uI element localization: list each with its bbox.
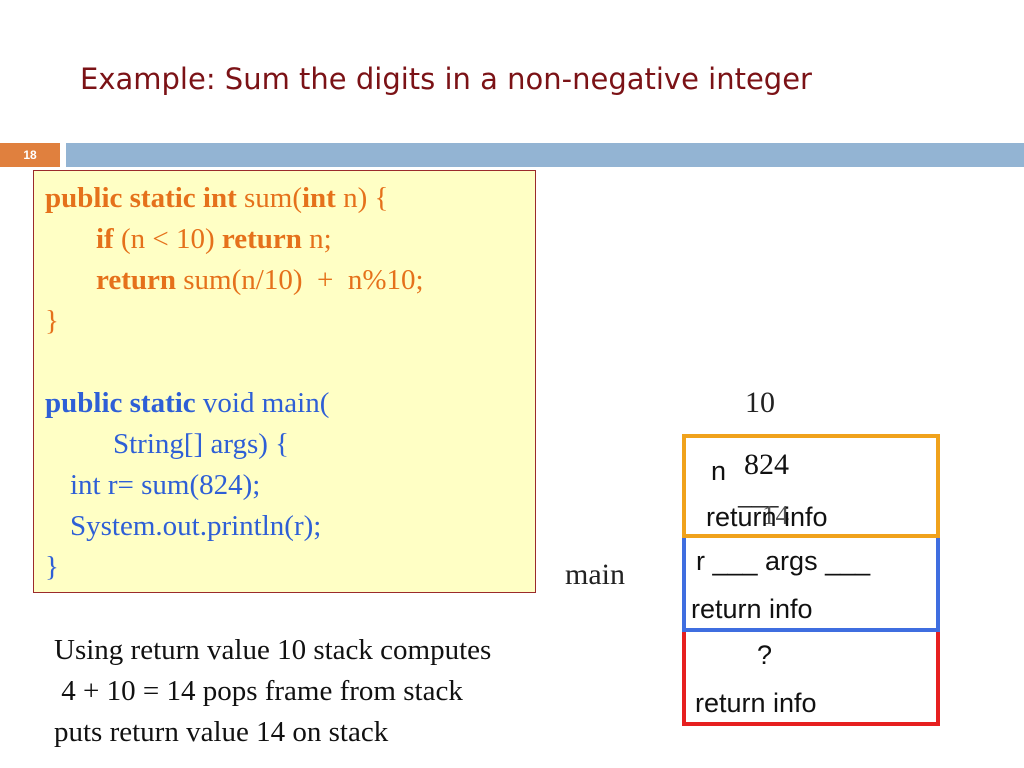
locals-label: r ___ args ___ <box>696 546 871 576</box>
code-text: void main( <box>195 387 330 419</box>
param-value: 824 <box>744 448 789 481</box>
code-box: public static int sum(int n) { if (n < 1… <box>33 170 536 593</box>
code-line-main-call: int r= sum(824); <box>70 469 261 501</box>
code-text: sum(n/10) + n%10; <box>176 264 424 296</box>
code-line-return: return sum(n/10) + n%10; <box>96 266 424 295</box>
explanation-line-1: Using return value 10 stack computes <box>54 634 492 666</box>
return-value: 14 <box>762 500 789 530</box>
param-underline: ___ <box>738 480 779 510</box>
code-text: n; <box>301 223 332 255</box>
return-info-label: return info <box>695 688 817 718</box>
code-keyword: return <box>96 264 177 296</box>
return-info-label: return info <box>706 502 828 532</box>
stack-frame-main: r ___ args ___ return info <box>682 538 940 632</box>
code-keyword: return <box>221 223 302 255</box>
code-line-sum-signature: public static int sum(int n) { <box>45 184 388 213</box>
code-text: n) { <box>335 182 389 214</box>
code-keyword: if <box>96 223 114 255</box>
code-line-main-print: System.out.println(r); <box>70 510 322 542</box>
code-keyword: public static int <box>45 182 237 214</box>
return-info-label: return info <box>691 594 813 624</box>
header-bar <box>66 143 1024 167</box>
explanation-line-3: puts return value 14 on stack <box>54 716 389 748</box>
code-line-if: if (n < 10) return n; <box>96 225 332 254</box>
code-keyword: public static <box>45 387 196 419</box>
explanation-line-2: 4 + 10 = 14 pops frame from stack <box>54 675 463 707</box>
stack-frame-caller: ? return info <box>682 632 940 726</box>
stack-frame-sum: n ___ 824 14 return info <box>682 434 940 538</box>
param-label: n <box>711 456 727 486</box>
main-frame-label: main <box>565 558 625 591</box>
code-text: sum( <box>236 182 302 214</box>
code-line-main-args: String[] args) { <box>113 428 290 460</box>
unknown-marker: ? <box>757 640 773 670</box>
slide-title: Example: Sum the digits in a non-negativ… <box>80 62 812 96</box>
slide-number: 18 <box>0 143 60 167</box>
code-keyword: int <box>302 182 336 214</box>
code-text: (n < 10) <box>113 223 222 255</box>
code-line-sum-close: } <box>45 305 59 337</box>
code-line-main-signature: public static void main( <box>45 389 329 418</box>
returned-value: 10 <box>745 386 775 419</box>
code-line-main-close: } <box>45 551 59 583</box>
